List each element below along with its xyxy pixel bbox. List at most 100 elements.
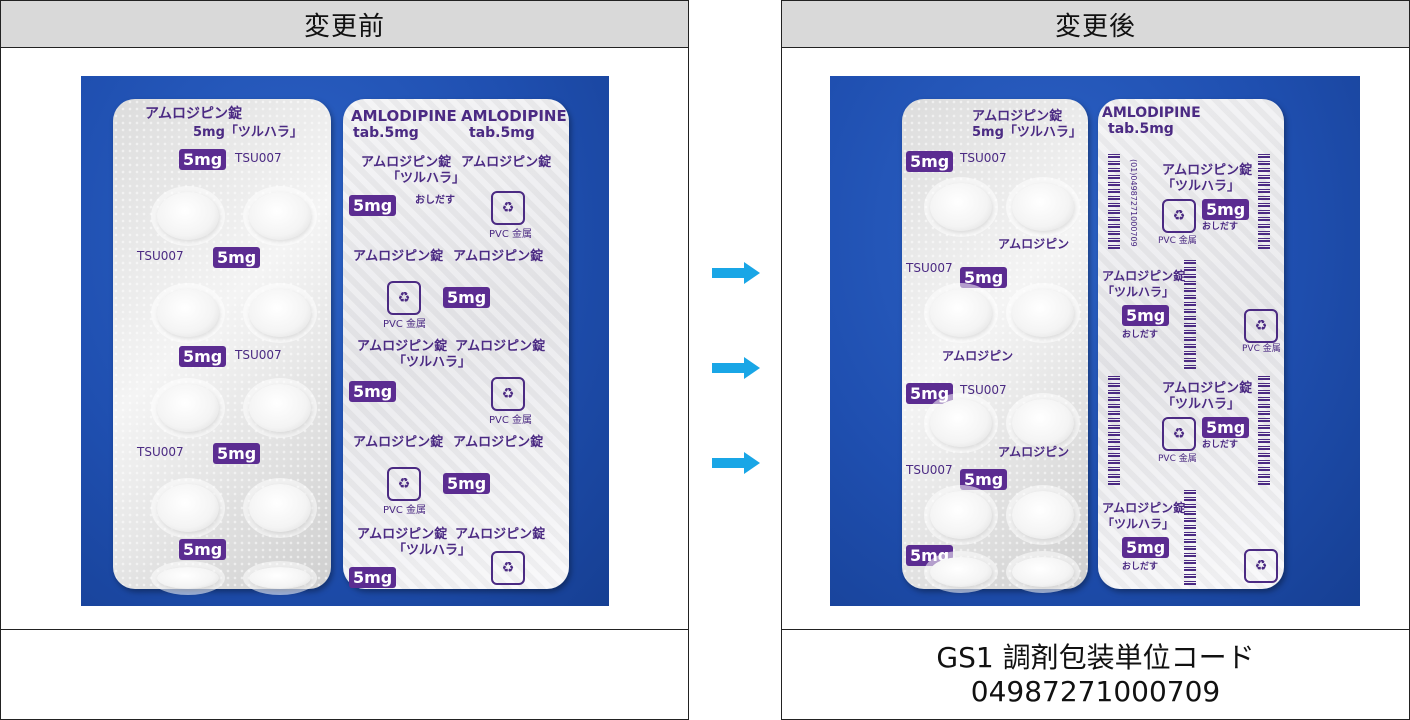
gs1-barcode [1184, 489, 1196, 585]
photo-label-material: PVC 金属 [489, 415, 533, 426]
gs1-barcode [1258, 375, 1270, 485]
gs1-code-title: GS1 調剤包装単位コード [936, 640, 1255, 674]
photo-label-code: TSU007 [960, 383, 1007, 397]
photo-badge-dose: 5mg [179, 149, 227, 170]
photo-badge-dose: 5mg [349, 567, 397, 588]
gs1-code-number: 04987271000709 [970, 674, 1221, 708]
arrow-right-icon [712, 357, 760, 379]
tablet [157, 567, 219, 589]
photo-label-code: TSU007 [906, 463, 953, 477]
tablet [249, 289, 311, 337]
photo-label-drug: アムロジピン錠 [455, 339, 546, 354]
photo-label-material: PVC 金属 [1158, 454, 1197, 464]
photo-badge-dose: 5mg [179, 346, 227, 367]
photo-label-drug: アムロジピン錠 [1162, 163, 1253, 178]
photo-label-material: PVC 金属 [489, 229, 533, 240]
photo-label-drug-short: アムロジピン [998, 237, 1070, 251]
tablet [930, 183, 992, 231]
photo-label-dose: 5mg「ツルハラ」 [193, 125, 303, 140]
photo-label-en: AMLODIPINE [1102, 105, 1201, 121]
after-product-photo: アムロジピン錠 5mg 「ツルハラ」 5mg TSU007 アムロジピン TSU0… [830, 76, 1360, 606]
photo-label-drug: アムロジピン錠 [361, 155, 452, 170]
photo-label-code: TSU007 [137, 445, 184, 459]
before-caption-cell [1, 630, 688, 719]
photo-badge-dose: 5mg [906, 383, 954, 404]
photo-label-en-dose: tab.5mg [1108, 121, 1174, 137]
tablet [930, 557, 992, 587]
photo-badge-dose: 5mg [213, 443, 261, 464]
photo-badge-dose: 5mg [179, 539, 227, 560]
photo-label-push: おしだす [1202, 222, 1239, 232]
photo-badge-dose: 5mg [1202, 199, 1250, 220]
photo-label-en-dose: tab.5mg [353, 125, 419, 141]
recycle-mark-icon: ♻ [491, 191, 525, 225]
tablet [249, 384, 311, 432]
photo-label-drug: アムロジピン錠 [353, 249, 444, 264]
photo-label-code: TSU007 [960, 151, 1007, 165]
photo-label-drug: アムロジピン錠 [453, 435, 544, 450]
blister-sheet-back: AMLODIPINE tab.5mg アムロジピン錠 「ツルハラ」 ♻ 5mg … [1098, 99, 1284, 589]
photo-label-drug: アムロジピン錠 [1102, 501, 1186, 515]
photo-label-code: TSU007 [137, 249, 184, 263]
recycle-mark-icon: ♻ [1162, 417, 1196, 451]
photo-badge-dose: 5mg [1122, 537, 1170, 558]
photo-badge-dose: 5mg [213, 247, 261, 268]
gs1-barcode [1258, 153, 1270, 249]
photo-label-code: TSU007 [235, 151, 282, 165]
blister-sheet-front: アムロジピン錠 5mg「ツルハラ」 5mg TSU007 5mg TSU007 … [113, 99, 331, 589]
photo-badge-dose: 5mg [1122, 305, 1170, 326]
photo-label-drug: アムロジピン錠 [1102, 269, 1186, 283]
photo-label-material: PVC 金属 [383, 319, 427, 330]
recycle-mark-icon: ♻ [491, 551, 525, 585]
after-panel: 変更後 アムロジピン錠 5mg「ツルハラ」 5mg TSU007 アムロジピン … [781, 0, 1410, 720]
tablet [157, 192, 219, 240]
photo-label-material: PVC 金属 [1242, 344, 1281, 354]
photo-label-brand: 「ツルハラ」 [393, 543, 472, 558]
blister-sheet-back: AMLODIPINE AMLODIPINE tab.5mg tab.5mg アム… [343, 99, 569, 589]
recycle-mark-icon: ♻ [387, 281, 421, 315]
after-header: 変更後 [782, 1, 1409, 48]
photo-badge-dose: 5mg [960, 267, 1008, 288]
photo-label-material: PVC 金属 [1158, 236, 1197, 246]
photo-badge-dose: 5mg [443, 287, 491, 308]
photo-label-drug: アムロジピン錠 [453, 249, 544, 264]
photo-label-drug: アムロジピン錠 [461, 155, 552, 170]
recycle-mark-icon: ♻ [387, 467, 421, 501]
photo-label-brand: 「ツルハラ」 [1162, 179, 1241, 194]
after-photo-cell: アムロジピン錠 5mg 「ツルハラ」 5mg TSU007 アムロジピン TSU0… [782, 47, 1409, 630]
gs1-barcode [1108, 375, 1120, 485]
tablet [1012, 557, 1074, 587]
tablet [157, 384, 219, 432]
photo-badge-dose: 5mg [960, 469, 1008, 490]
photo-label-brand: 「ツルハラ」 [1102, 285, 1175, 299]
photo-label-code: TSU007 [235, 348, 282, 362]
blister-sheet-front: アムロジピン錠 5mg「ツルハラ」 5mg TSU007 アムロジピン TSU0… [902, 99, 1088, 589]
tablet [1012, 399, 1074, 447]
tablet [1012, 183, 1074, 231]
photo-label-brand: 「ツルハラ」 [1162, 397, 1241, 412]
photo-label-en: AMLODIPINE [351, 107, 457, 125]
arrow-right-icon [712, 262, 760, 284]
tablet [930, 289, 992, 337]
recycle-mark-icon: ♻ [1162, 199, 1196, 233]
photo-label-drug: アムロジピン錠 [357, 339, 448, 354]
gs1-barcode [1108, 153, 1120, 249]
before-photo-cell: アムロジピン錠 5mg「ツルハラ」 5mg TSU007 5mg TSU007 … [1, 47, 688, 630]
photo-badge-dose: 5mg [906, 151, 954, 172]
tablet [249, 484, 311, 532]
photo-label-drug: アムロジピン錠 [972, 109, 1063, 124]
tablet [249, 567, 311, 589]
photo-label-drug-short: アムロジピン [998, 445, 1070, 459]
photo-label-en: AMLODIPINE [461, 107, 567, 125]
photo-label-code: TSU007 [906, 261, 953, 275]
photo-badge-dose: 5mg [1202, 417, 1250, 438]
recycle-mark-icon: ♻ [1244, 309, 1278, 343]
photo-label-drug-short: アムロジピン [942, 349, 1014, 363]
photo-label-drug: アムロジピン錠 [357, 527, 448, 542]
photo-badge-dose: 5mg [443, 473, 491, 494]
tablet [249, 192, 311, 240]
photo-label-drug: アムロジピン錠 [145, 106, 243, 122]
tablet [157, 289, 219, 337]
photo-label-material: PVC 金属 [383, 505, 427, 516]
photo-label-drug: アムロジピン錠 [353, 435, 444, 450]
